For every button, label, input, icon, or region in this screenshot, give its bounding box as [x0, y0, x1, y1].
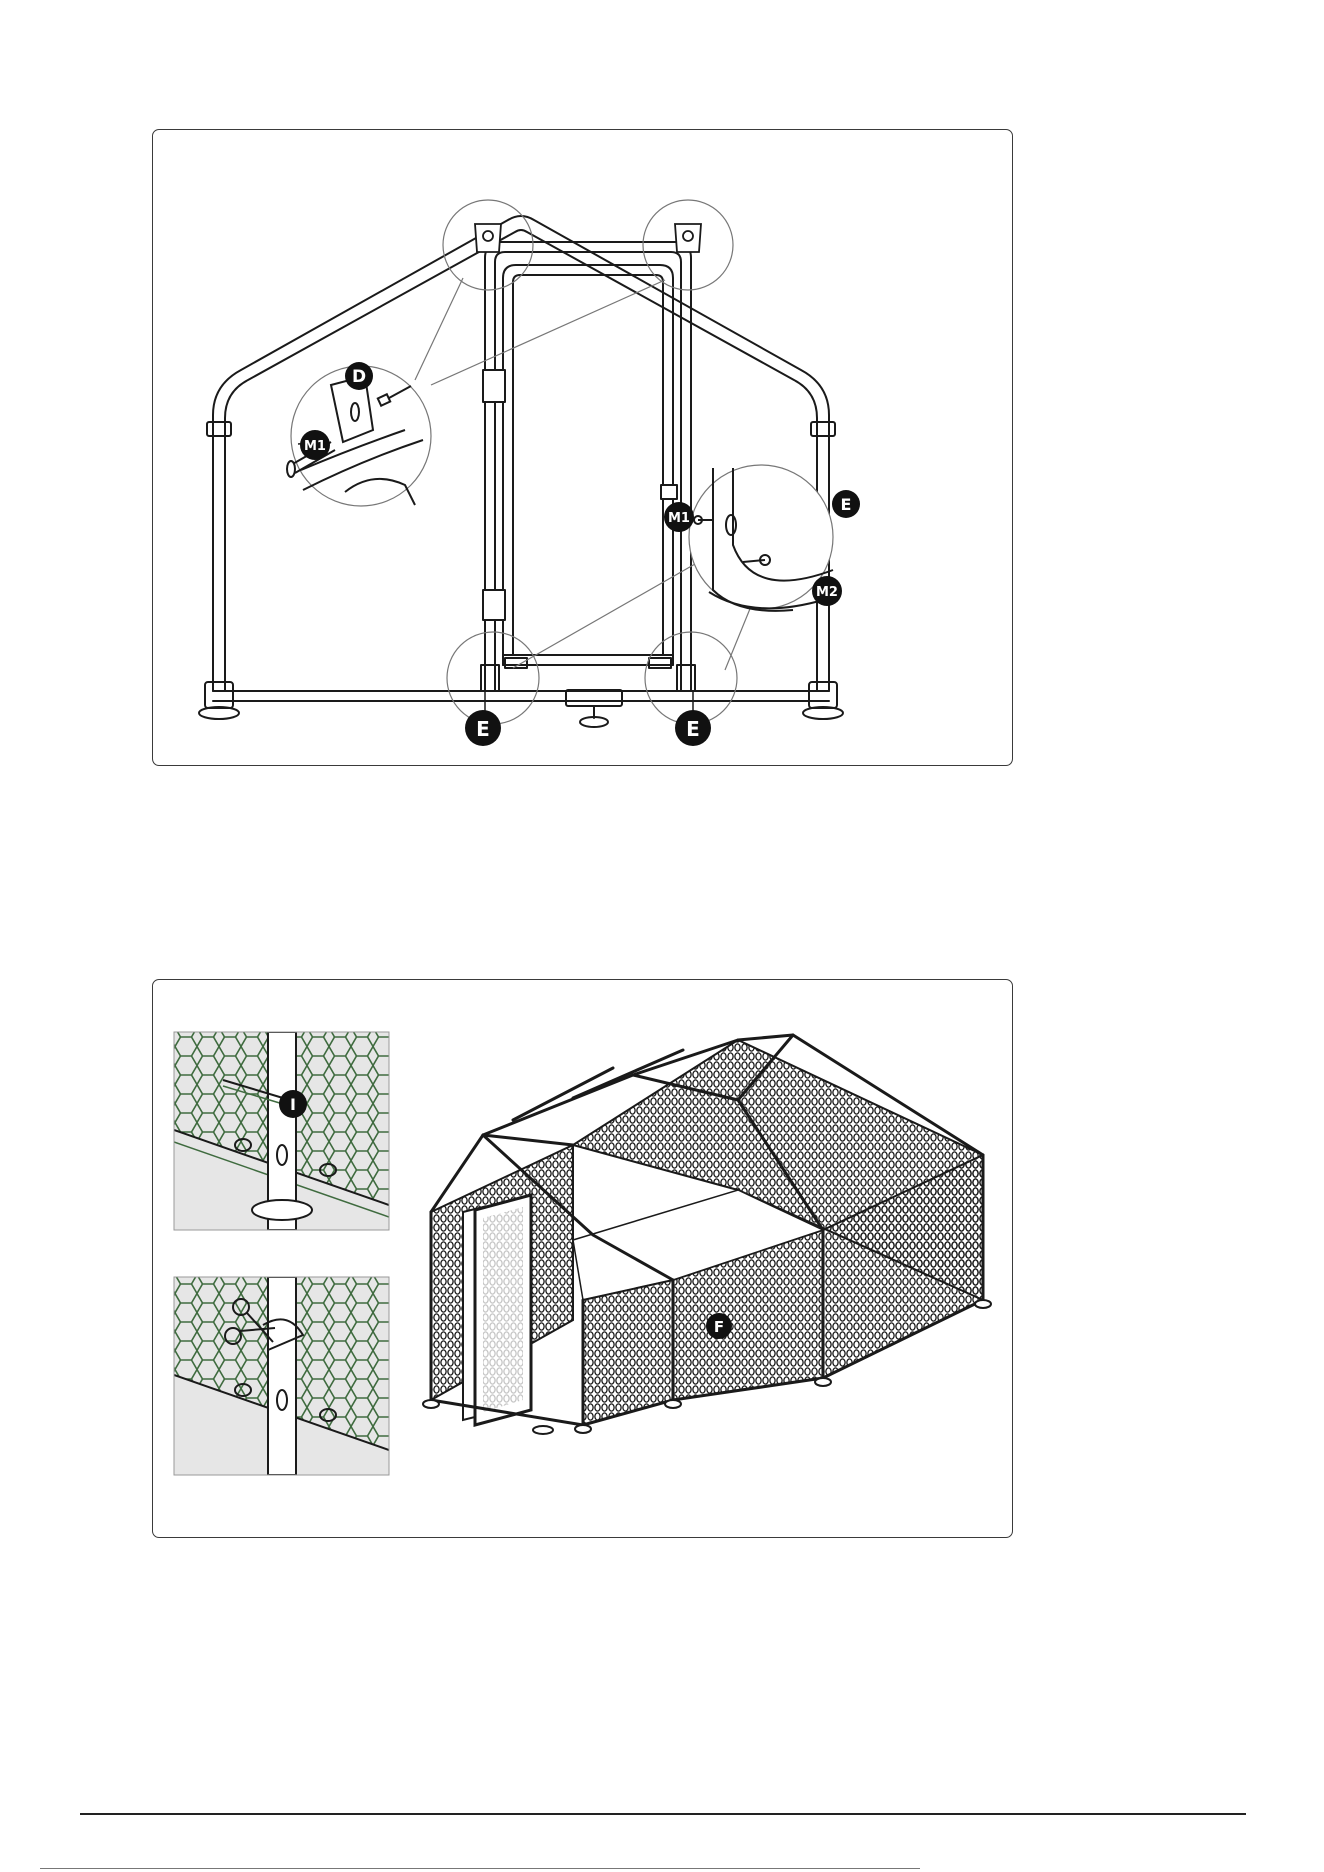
svg-text:I: I — [290, 1095, 296, 1114]
callout-i: I — [279, 1090, 307, 1118]
mesh-assembly-panel: I — [152, 979, 1013, 1538]
callout-m2: M2 — [812, 576, 842, 606]
leader-line — [431, 280, 665, 385]
isometric-run-view — [423, 1035, 991, 1434]
svg-text:M1: M1 — [668, 511, 690, 526]
door-frame — [485, 242, 691, 691]
frame-assembly-panel: D M1 M1 E M2 E E — [152, 129, 1013, 766]
bolt-icon — [683, 231, 693, 241]
callout-d: D — [345, 362, 373, 390]
detail-mesh-tie — [174, 1032, 389, 1230]
frame-front-view-diagram: D M1 M1 E M2 E E — [153, 130, 1014, 767]
callout-m1-right: M1 — [664, 502, 694, 532]
svg-text:M2: M2 — [816, 585, 838, 600]
svg-text:E: E — [841, 495, 852, 514]
footer-rule-thin — [40, 1868, 920, 1869]
footer-rule — [80, 1813, 1246, 1815]
detail-cut-tie — [174, 1277, 389, 1475]
callout-f: F — [706, 1313, 732, 1339]
svg-text:M1: M1 — [304, 439, 326, 454]
base-plates — [481, 658, 695, 691]
callout-e-detail: E — [832, 490, 860, 518]
svg-text:E: E — [476, 717, 490, 741]
callout-e-right: E — [675, 691, 711, 746]
leader-line — [415, 278, 463, 380]
mesh-assembly-diagram: I — [153, 980, 1014, 1539]
detail-circle-bottom-left — [447, 632, 539, 724]
bolt-icon — [483, 231, 493, 241]
detail-magnified-right — [689, 465, 833, 611]
center-foot — [566, 690, 622, 727]
svg-text:D: D — [352, 367, 366, 387]
callout-e-left: E — [465, 691, 501, 746]
svg-text:F: F — [714, 1318, 724, 1336]
svg-text:E: E — [686, 717, 700, 741]
